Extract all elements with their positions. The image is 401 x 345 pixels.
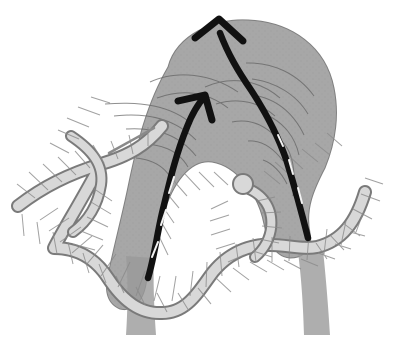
right-corridor	[298, 250, 330, 335]
road-cul-de-sac	[233, 174, 253, 194]
